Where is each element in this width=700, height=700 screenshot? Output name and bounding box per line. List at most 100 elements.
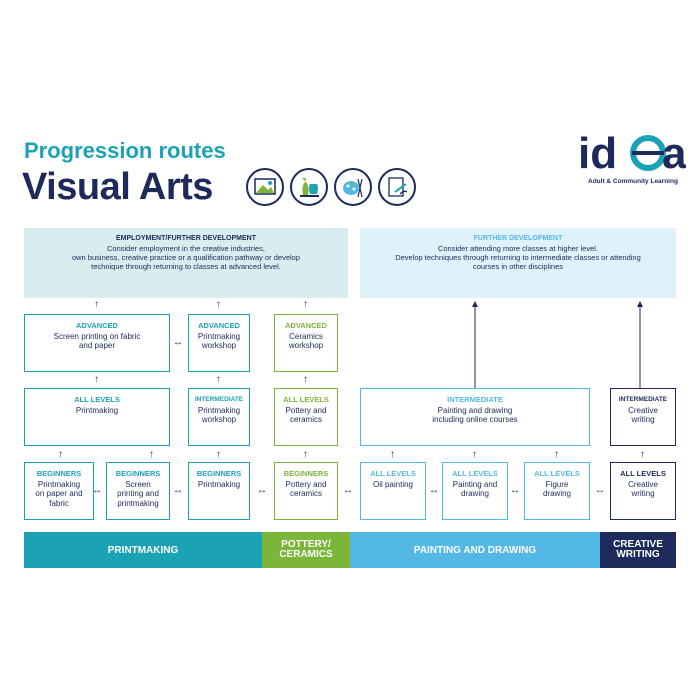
svg-text:id: id	[578, 129, 617, 178]
page-title: Visual Arts	[22, 166, 213, 208]
course-line: fabric	[49, 498, 69, 508]
further-development-box: FURTHER DEVELOPMENT Consider attending m…	[360, 228, 676, 298]
arrow-up: ↑	[216, 449, 221, 460]
level-label: ADVANCED	[76, 321, 118, 330]
box-pc-all-levels: ALL LEVELS Pottery and ceramics	[274, 388, 338, 446]
employment-line3: technique through returning to classes a…	[91, 262, 281, 271]
course-line: and paper	[78, 341, 116, 350]
course-line: Pottery and	[285, 479, 327, 489]
arrow-up: ↑	[640, 449, 645, 460]
course-line: including online courses	[432, 415, 518, 424]
level-label: INTERMEDIATE	[447, 395, 503, 404]
course-line: Printmaking	[197, 331, 241, 341]
idea-logo: id a	[576, 120, 687, 190]
level-label: INTERMEDIATE	[618, 396, 668, 403]
course-line: Printmaking	[197, 479, 241, 489]
course-line: Creative	[628, 405, 658, 415]
arrow-up: ↑	[58, 449, 63, 460]
drawing-hand-icon	[378, 168, 416, 206]
arrow-both: ↔	[595, 485, 605, 496]
course-line: Printmaking	[37, 479, 81, 489]
course-line: workshop	[201, 341, 237, 350]
level-label: ALL LEVELS	[534, 469, 580, 478]
arrow-up: ↑	[94, 374, 99, 385]
band-label: PRINTMAKING	[107, 544, 179, 556]
box-pm-beginners-printmaking: BEGINNERS Printmaking	[188, 462, 250, 520]
box-pm-beginners-screen: BEGINNERS Screen printing and printmakin…	[106, 462, 170, 520]
arrow-up: ↑	[303, 449, 308, 460]
course-line: printing and	[117, 489, 159, 498]
box-pc-advanced: ADVANCED Ceramics workshop	[274, 314, 338, 372]
arrow-both: ↔	[429, 485, 439, 496]
course-line: Printmaking	[197, 405, 241, 415]
arrow-up: ↑	[216, 374, 221, 385]
arrow-both: ↔	[510, 485, 520, 496]
level-label: INTERMEDIATE	[194, 396, 244, 403]
arrow-up: ↑	[303, 374, 308, 385]
box-pd-all-oil: ALL LEVELS Oil painting	[360, 462, 426, 520]
page-subtitle: Progression routes	[24, 138, 226, 163]
arrow-up: ↑	[554, 449, 559, 460]
palette-easel-icon	[334, 168, 372, 206]
arrow-up: ↑	[390, 449, 395, 460]
box-cw-all-levels: ALL LEVELS Creative writing	[610, 462, 676, 520]
course-line: on paper and	[35, 489, 83, 498]
course-line: Figure	[545, 479, 569, 489]
band-label: CERAMICS	[279, 549, 333, 560]
level-label: ADVANCED	[285, 321, 327, 330]
employment-heading: EMPLOYMENT/FURTHER DEVELOPMENT	[115, 235, 256, 242]
course-line: workshop	[288, 341, 324, 350]
arrow-both: ↔	[343, 485, 353, 496]
level-label: ALL LEVELS	[370, 469, 416, 478]
box-pd-all-painting: ALL LEVELS Painting and drawing	[442, 462, 508, 520]
further-heading: FURTHER DEVELOPMENT	[473, 235, 563, 242]
band-pottery-ceramics: POTTERY/CERAMICS	[262, 532, 350, 568]
course-line: Screen	[125, 479, 151, 489]
level-label: BEGINNERS	[283, 469, 329, 478]
course-line: printmaking	[117, 498, 159, 508]
pottery-icon	[290, 168, 328, 206]
band-painting-drawing: PAINTING AND DRAWING	[350, 532, 600, 568]
further-line1: Consider attending more classes at highe…	[437, 244, 599, 253]
box-pm-intermediate: INTERMEDIATE Printmaking workshop	[188, 388, 250, 446]
arrow-both: ↔	[173, 337, 183, 348]
box-pm-advanced-workshop: ADVANCED Printmaking workshop	[188, 314, 250, 372]
box-cw-intermediate: INTERMEDIATE Creative writing	[610, 388, 676, 446]
level-label: ALL LEVELS	[452, 469, 498, 478]
course-line: drawing	[460, 489, 489, 498]
band-label: WRITING	[616, 549, 660, 560]
further-line3: courses in other disciplines	[472, 262, 564, 271]
employment-box: EMPLOYMENT/FURTHER DEVELOPMENT Consider …	[24, 228, 348, 298]
arrow-up: ↑	[94, 299, 99, 310]
arrow-up: ↑	[303, 299, 308, 310]
course-line: drawing	[542, 489, 571, 498]
band-printmaking: PRINTMAKING	[24, 532, 262, 568]
course-line: ceramics	[289, 489, 322, 498]
level-label: BEGINNERS	[115, 469, 161, 478]
course-line: Creative	[628, 479, 658, 489]
level-label: BEGINNERS	[36, 469, 82, 478]
box-pc-beginners: BEGINNERS Pottery and ceramics	[274, 462, 338, 520]
course-line: ceramics	[289, 415, 322, 424]
level-label: ALL LEVELS	[620, 469, 666, 478]
course-line: Painting and drawing	[437, 405, 513, 415]
level-label: BEGINNERS	[196, 469, 242, 478]
arrow-up: ↑	[472, 449, 477, 460]
arrow-both: ↔	[92, 485, 102, 496]
arrow-up: ↑	[216, 299, 221, 310]
box-pm-advanced-screen: ADVANCED Screen printing on fabric and p…	[24, 314, 170, 372]
box-pm-beginners-paper: BEGINNERS Printmaking on paper and fabri…	[24, 462, 94, 520]
band-label: CREATIVE	[613, 539, 663, 550]
course-line: Painting and	[452, 479, 498, 489]
svg-text:a: a	[662, 129, 686, 178]
course-line: Printmaking	[75, 405, 119, 415]
course-line: Oil painting	[372, 479, 414, 489]
landscape-picture-icon	[246, 168, 284, 206]
band-label: PAINTING AND DRAWING	[413, 544, 537, 556]
band-label: POTTERY/	[281, 539, 331, 550]
box-pd-intermediate: INTERMEDIATE Painting and drawing includ…	[360, 388, 590, 446]
course-line: Ceramics	[289, 331, 323, 341]
arrow-up: ↑	[149, 449, 154, 460]
further-line2: Develop techniques through returning to …	[395, 253, 641, 262]
